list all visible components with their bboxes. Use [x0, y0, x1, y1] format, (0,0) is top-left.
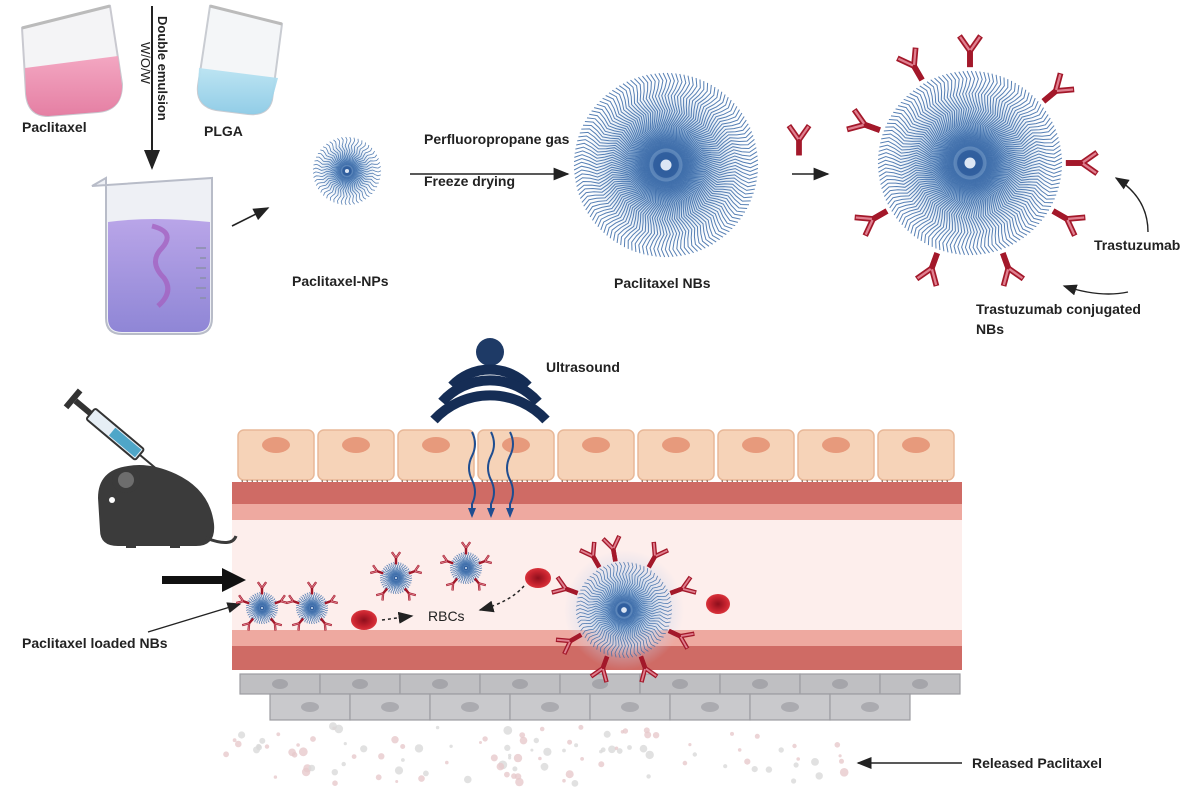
large-beaker-icon [91, 176, 213, 335]
antibody-icon [1051, 208, 1086, 237]
beaker-pink-icon [20, 4, 124, 118]
antibody-icon [667, 628, 695, 650]
antibody-icon [375, 587, 389, 601]
antibody-icon [638, 655, 659, 683]
vessel-nb [369, 551, 423, 601]
antibody-icon [285, 594, 300, 605]
label-paclitaxel-nps: Paclitaxel-NPs [292, 273, 389, 289]
antibody-icon [269, 617, 283, 631]
label-perfluoropropane: Perfluoropropane gas [424, 131, 570, 147]
antibody-icon [235, 594, 250, 605]
label-freeze-drying: Freeze drying [424, 173, 515, 189]
beaker-blue-icon [196, 4, 284, 116]
antibody-icon [274, 594, 289, 605]
vessel-nb [285, 581, 339, 631]
antibody-icon [646, 541, 670, 569]
arrow-trastuzumab [1114, 177, 1149, 233]
released-paclitaxel-particles [223, 722, 849, 787]
trastuzumab-conjugated-nb [877, 70, 1063, 256]
antibody-icon [589, 655, 610, 683]
label-rbcs: RBCs [428, 608, 465, 624]
label-trastuzumab: Trastuzumab [1094, 237, 1180, 253]
vessel-nbs [235, 541, 493, 631]
mouse-icon [98, 465, 238, 548]
arrow-to-nps [231, 207, 270, 227]
label-paclitaxel: Paclitaxel [22, 119, 87, 135]
antibody-icon [786, 124, 812, 156]
antibody-icon [551, 575, 579, 596]
label-double-emulsion: Double emulsion [155, 16, 170, 121]
vessel-nb [235, 581, 289, 631]
syringe-icon [63, 388, 161, 473]
label-plga: PLGA [204, 123, 243, 139]
antibody-icon [390, 551, 402, 565]
antibody-icon [669, 575, 697, 596]
arrow-loaded-nbs [147, 602, 242, 633]
paclitaxel-nb [573, 72, 759, 258]
antibody-icon [439, 554, 454, 565]
label-released-paclitaxel: Released Paclitaxel [972, 755, 1102, 771]
ultrasound-transducer-icon [430, 338, 550, 518]
arrow-conjugated-nbs [1062, 284, 1129, 296]
label-nbs: NBs [976, 321, 1004, 337]
antibody-icon [601, 534, 622, 562]
epithelium-layer [237, 429, 955, 486]
antibody-icon [786, 124, 812, 156]
label-trastuzumab-conjugated: Trastuzumab conjugated [976, 301, 1141, 317]
antibody-icon [854, 208, 889, 237]
antibody-icon [369, 564, 384, 575]
antibody-icon [256, 581, 268, 595]
antibody-icon [473, 577, 487, 591]
antibody-icon [957, 34, 983, 68]
antibody-icon [445, 577, 459, 591]
label-paclitaxel-loaded-nbs: Paclitaxel loaded NBs [22, 635, 168, 651]
label-wow: W/O/W [138, 42, 153, 85]
antibody-icon [1065, 150, 1099, 176]
antibody-icon [578, 541, 602, 569]
antibody-icon [241, 617, 255, 631]
antibody-icon [896, 47, 925, 82]
vessel-large-nb [575, 561, 673, 659]
label-ultrasound: Ultrasound [546, 359, 620, 375]
antibody-icon [291, 617, 305, 631]
antibody-icon [306, 581, 318, 595]
vessel-nb [439, 541, 493, 591]
conjugated-antibodies [846, 34, 1099, 287]
endothelium-layer [239, 673, 961, 721]
antibody-icon [460, 541, 472, 555]
antibody-icon [846, 107, 881, 133]
antibody-icon [1000, 252, 1026, 287]
label-paclitaxel-nbs: Paclitaxel NBs [614, 275, 711, 291]
rbc-arrow-1 [381, 611, 414, 624]
vessel-large-nb-antibodies [551, 534, 697, 683]
antibody-icon [1041, 72, 1075, 104]
antibody-icon [478, 554, 493, 565]
antibody-icon [319, 617, 333, 631]
paclitaxel-np [312, 136, 382, 206]
antibody-icon [403, 587, 417, 601]
antibody-icon [408, 564, 423, 575]
antibody-icon [555, 632, 583, 656]
blood-flow-arrow [162, 568, 246, 592]
rbc-cells [351, 568, 730, 630]
antibody-icon [324, 594, 339, 605]
antibody-icon [914, 252, 940, 287]
